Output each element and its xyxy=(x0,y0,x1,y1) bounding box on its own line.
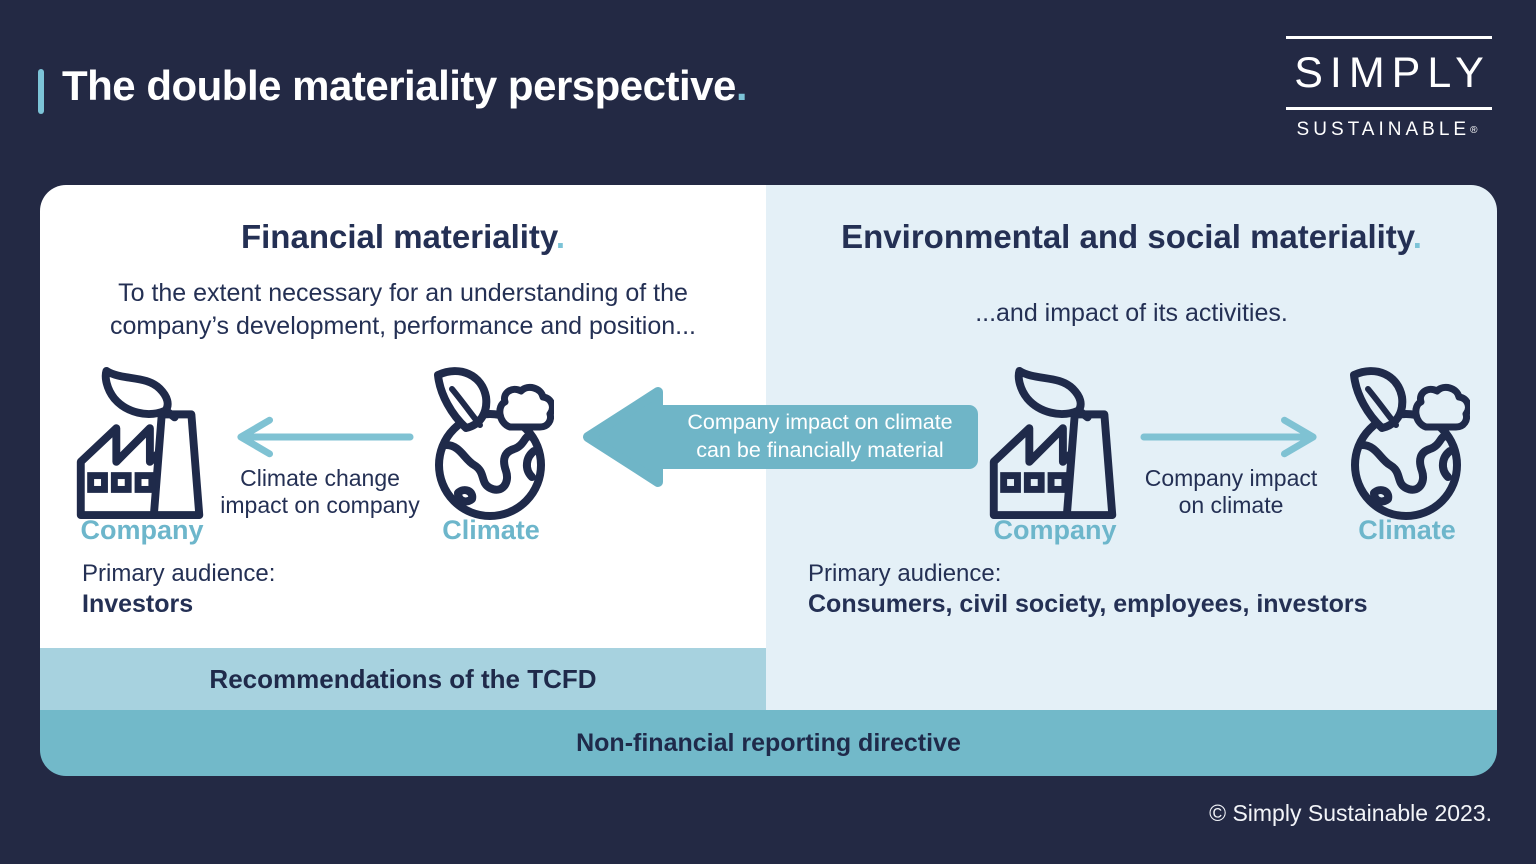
double-materiality-card: Financial materiality. To the extent nec… xyxy=(40,185,1497,776)
company-label: Company xyxy=(80,515,204,545)
title-accent-bar xyxy=(38,69,44,114)
page-title: The double materiality perspective. xyxy=(62,62,748,110)
primary-audience-label: Primary audience: xyxy=(82,560,276,587)
registered-mark: ® xyxy=(1470,125,1482,136)
flow-caption-line1: Company impact xyxy=(1144,465,1318,491)
flow-caption-line2: impact on company xyxy=(220,492,420,519)
primary-audience-value: Consumers, civil society, employees, inv… xyxy=(808,590,1368,618)
primary-audience-label: Primary audience: xyxy=(808,560,1002,587)
arrow-right-icon xyxy=(1140,416,1317,458)
heading-text: Environmental and social materiality xyxy=(841,218,1413,255)
nfrd-band: Non-financial reporting directive xyxy=(40,710,1497,776)
factory-icon xyxy=(989,366,1117,520)
arrow-left-icon xyxy=(237,416,414,458)
environmental-social-description: ...and impact of its activities. xyxy=(975,299,1288,327)
climate-label: Climate xyxy=(1358,515,1456,545)
climate-label: Climate xyxy=(442,515,540,545)
logo-sustainable-text: SUSTAINABLE® xyxy=(1286,110,1492,141)
right-panel-extension xyxy=(766,648,1497,710)
flow-caption: Company impact on climate xyxy=(1116,465,1346,519)
primary-audience: Primary audience: Investors xyxy=(82,559,275,620)
factory-icon xyxy=(76,366,204,520)
globe-leaf-cloud-icon xyxy=(1350,367,1470,520)
impact-arrow: Company impact on climate can be financi… xyxy=(576,385,984,489)
page-title-period: . xyxy=(735,62,748,109)
simply-sustainable-logo: SIMPLY SUSTAINABLE® xyxy=(1286,36,1492,141)
logo-top-rule xyxy=(1286,36,1492,39)
tcfd-band: Recommendations of the TCFD xyxy=(40,648,766,710)
financial-materiality-heading: Financial materiality. xyxy=(40,218,766,256)
page-title-text: The double materiality perspective xyxy=(62,62,736,109)
heading-text: Financial materiality xyxy=(240,218,556,255)
heading-period: . xyxy=(555,218,565,255)
flow-caption-line1: Climate change xyxy=(240,465,400,491)
flow-caption: Climate change impact on company xyxy=(188,465,452,519)
environmental-social-heading: Environmental and social materiality. xyxy=(766,218,1497,256)
logo-simply-text: SIMPLY xyxy=(1294,49,1491,97)
primary-audience-value: Investors xyxy=(82,590,194,618)
heading-period: . xyxy=(1412,218,1422,255)
copyright-text: © Simply Sustainable 2023. xyxy=(1209,800,1492,826)
globe-leaf-cloud-icon xyxy=(434,367,554,520)
primary-audience: Primary audience: Consumers, civil socie… xyxy=(808,559,1368,620)
company-label: Company xyxy=(993,515,1117,545)
impact-arrow-line2: can be financially material xyxy=(696,438,944,462)
impact-arrow-shape xyxy=(583,387,978,487)
logo-sustainable-word: SUSTAINABLE xyxy=(1296,119,1471,140)
flow-caption-line2: on climate xyxy=(1178,492,1284,519)
impact-arrow-text: Company impact on climate can be financi… xyxy=(664,404,976,470)
impact-arrow-line1: Company impact on climate xyxy=(687,410,953,435)
financial-materiality-description: To the extent necessary for an understan… xyxy=(110,279,696,340)
logo-bottom-rule xyxy=(1286,107,1492,110)
